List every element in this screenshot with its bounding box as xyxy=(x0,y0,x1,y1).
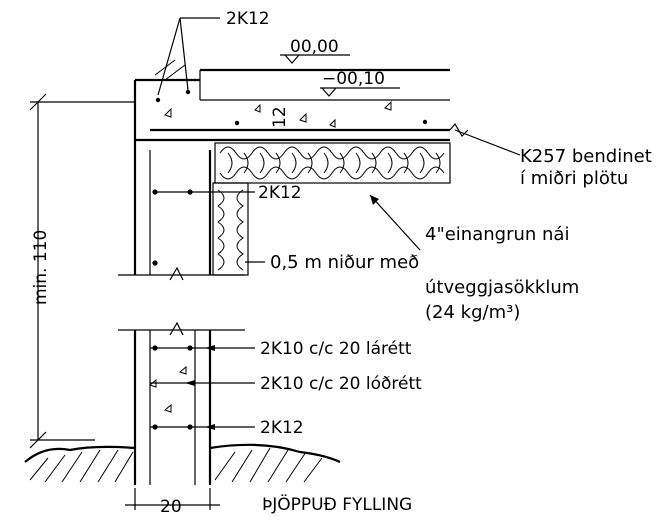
insulation-label-line3: útveggjasökklum xyxy=(425,277,579,298)
insulation-vertical xyxy=(212,182,249,276)
vertical-rebar-label: 2K10 c/c 20 lóðrétt xyxy=(260,374,422,394)
floor-slab xyxy=(135,68,469,142)
fill-label: ÞJÖPPUÐ FYLLING xyxy=(262,493,412,515)
dimension-lines xyxy=(29,93,220,510)
rebar-dots xyxy=(152,189,193,430)
level-top-label: 00,00 xyxy=(290,37,339,57)
level-slab-label: −00,10 xyxy=(322,69,385,89)
lower-wall xyxy=(133,330,212,485)
insulation-horizontal xyxy=(214,142,451,184)
horizontal-rebar-label: 2K10 c/c 20 lárétt xyxy=(260,339,412,359)
width-dimension-label: 20 xyxy=(160,497,182,517)
bottom-rebar-label: 2K12 xyxy=(260,418,304,438)
insulation-label-line2: 0,5 m niður með xyxy=(270,252,419,273)
break-lines xyxy=(118,266,245,336)
height-dimension-label: min. 110 xyxy=(31,230,51,305)
slab-thickness-label: 12 xyxy=(270,106,290,128)
mesh-label-line1: K257 bendinet xyxy=(520,146,652,167)
insulation-label-line1: 4"einangrun nái xyxy=(425,224,569,245)
upper-wall xyxy=(133,59,212,275)
corner-rebar-label: 2K12 xyxy=(258,183,302,203)
top-rebar-label: 2K12 xyxy=(226,9,270,29)
mesh-label-line2: í miðri plötu xyxy=(520,168,628,189)
ground-line xyxy=(24,443,341,483)
insulation-label-line4: (24 kg/m³) xyxy=(425,302,520,323)
leader-lines xyxy=(150,17,521,430)
